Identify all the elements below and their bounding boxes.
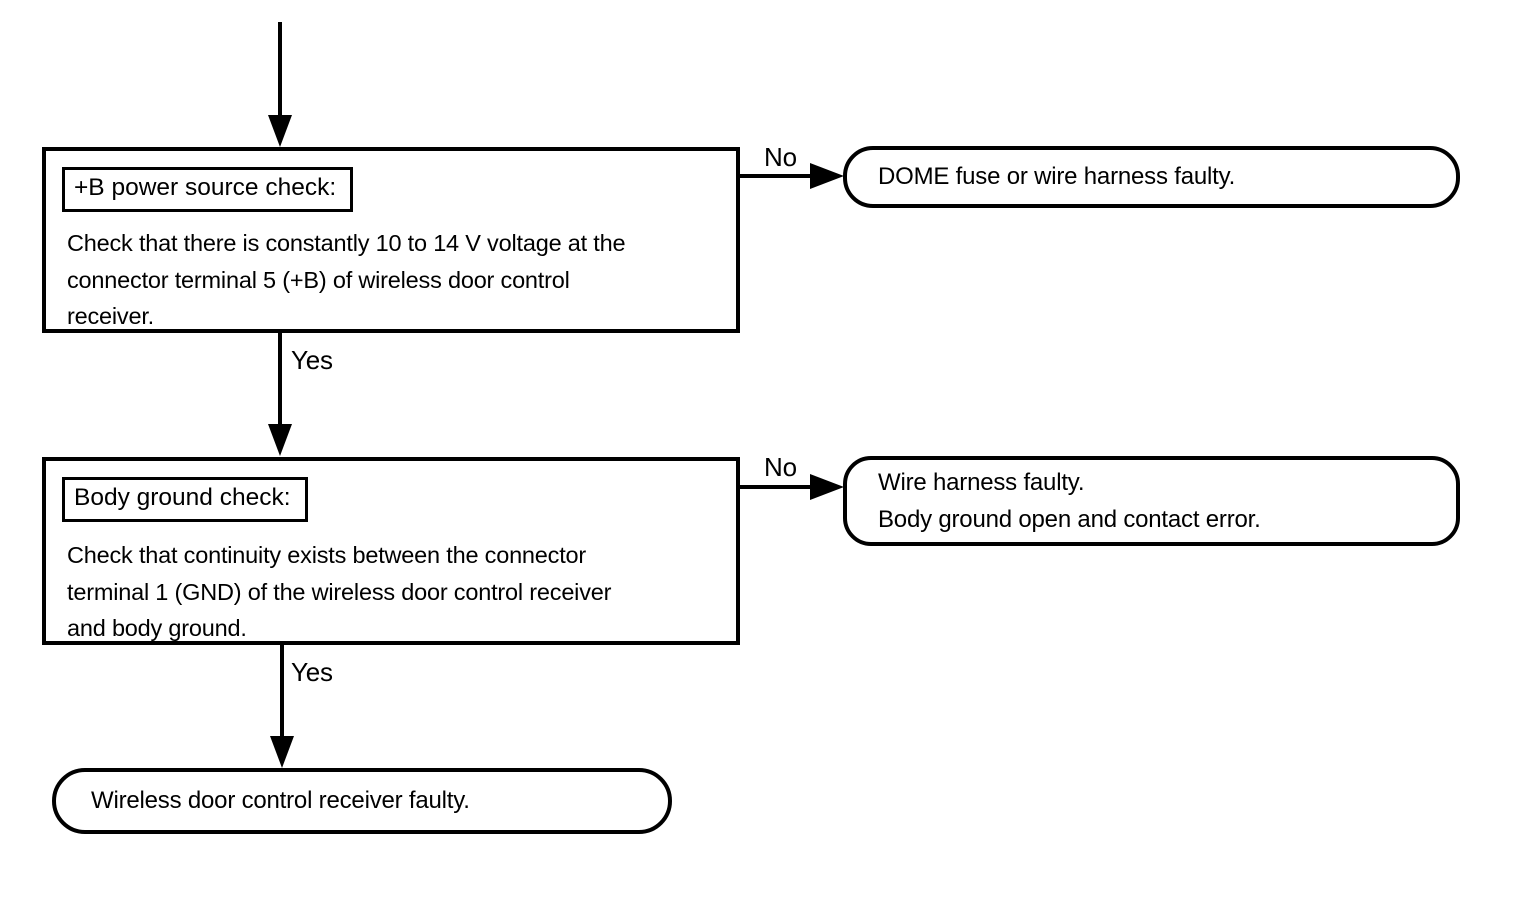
step2-description-line1: Check that continuity exists between the… [67,542,587,568]
result-dome-fuse-text: DOME fuse or wire harness faulty. [878,163,1236,190]
step1-no-arrow-head-icon [810,163,844,189]
step2-no-arrow-line [740,485,812,489]
result-receiver-faulty-text: Wireless door control receiver faulty. [91,787,470,814]
step1-no-arrow-line [740,174,812,178]
step2-yes-label: Yes [291,657,333,687]
result-wire-harness-box: Wire harness faulty. Body ground open an… [843,456,1460,546]
step2-yes-arrow-head-icon [270,736,294,768]
entry-arrow-line [278,22,282,118]
step1-power-source-check-box: +B power source check: Check that there … [42,147,740,333]
step1-yes-arrow-head-icon [268,424,292,456]
step1-title: +B power source check: [62,167,354,212]
result-wire-harness-line2: Body ground open and contact error. [878,506,1261,533]
step1-yes-arrow-line [278,333,282,426]
step2-description: Check that continuity exists between the… [67,537,611,647]
step1-description-line1: Check that there is constantly 10 to 14 … [67,230,626,256]
result-dome-fuse-box: DOME fuse or wire harness faulty. [843,146,1460,208]
step2-title: Body ground check: [62,477,308,522]
step2-yes-arrow-line [280,645,284,738]
step1-description-line3: receiver. [67,303,155,329]
result-receiver-faulty-box: Wireless door control receiver faulty. [52,768,672,834]
step2-description-line2: terminal 1 (GND) of the wireless door co… [67,578,612,605]
step1-no-label: No [764,142,797,172]
entry-arrow-head-icon [268,115,292,147]
step2-no-arrow-head-icon [810,474,844,500]
step1-description: Check that there is constantly 10 to 14 … [67,225,626,335]
step1-description-line2: connector terminal 5 (+B) of wireless do… [67,266,570,293]
step2-body-ground-check-box: Body ground check: Check that continuity… [42,457,740,645]
step2-description-line3: and body ground. [67,615,247,641]
step1-yes-label: Yes [291,345,333,375]
result-wire-harness-line1: Wire harness faulty. [878,469,1085,496]
step2-no-label: No [764,452,797,482]
